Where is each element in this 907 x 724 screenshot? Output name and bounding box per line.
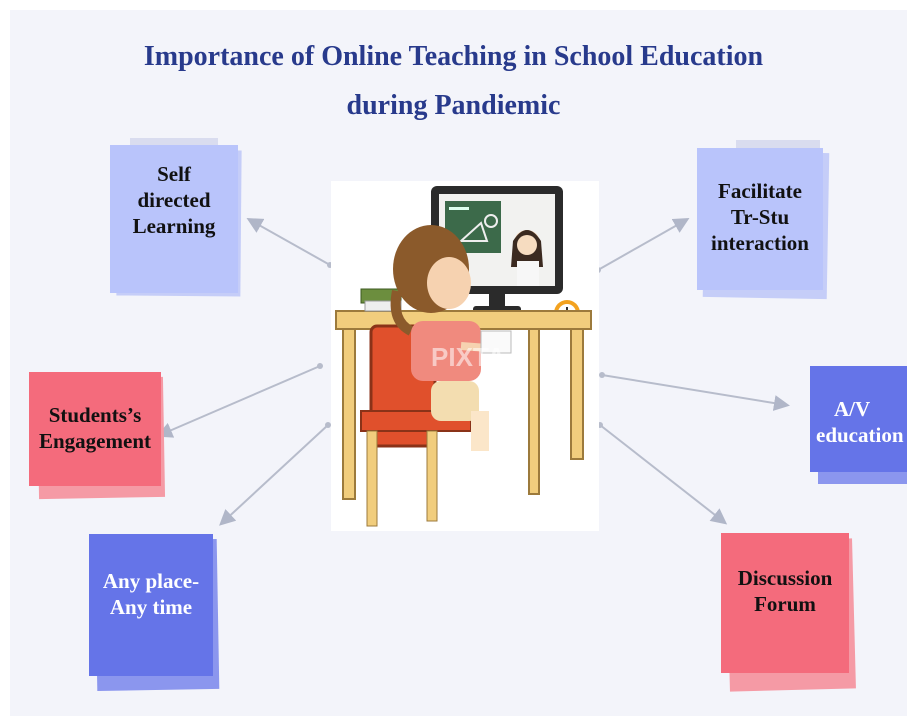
note-av-line2: education: [816, 423, 904, 447]
note-av-line1: A/V: [834, 397, 871, 421]
arrow-to-engagement: [156, 365, 321, 438]
note-self-directed-line3: Learning: [132, 214, 216, 238]
student-computer-illustration: PIXTA: [331, 181, 599, 531]
diagram-title-line2: during Pandiemic: [346, 90, 561, 121]
note-any-place-line1: Any place-: [102, 569, 200, 593]
note-facilitate-line3: interaction: [711, 231, 809, 255]
arrow-to-facilitate: [597, 218, 690, 271]
note-discussion-line2: Forum: [754, 592, 816, 616]
note-facilitate: Facilitate Tr-Stu interaction: [697, 148, 823, 290]
note-self-directed: Self directed Learning: [110, 145, 238, 293]
note-engagement-line2: Engagement: [39, 429, 151, 453]
arrow-to-av: [601, 374, 790, 411]
note-discussion-line1: Discussion: [737, 566, 833, 590]
arrow-to-self-directed: [246, 218, 331, 266]
note-any-place-line2: Any time: [109, 595, 193, 619]
note-any-place: Any place- Any time: [89, 534, 213, 676]
watermark-text: PIXTA: [431, 342, 506, 372]
note-self-directed-line1: Self: [157, 162, 191, 186]
note-facilitate-line1: Facilitate: [718, 179, 802, 203]
diagram-title-line1: Importance of Online Teaching in School …: [143, 41, 764, 72]
note-engagement: Students’s Engagement: [29, 372, 161, 486]
arrow-to-any-place: [219, 424, 329, 526]
note-av: A/V education: [810, 366, 907, 472]
note-discussion: Discussion Forum: [721, 533, 849, 673]
note-facilitate-line2: Tr-Stu: [730, 205, 790, 229]
arrow-to-discussion: [599, 424, 728, 525]
note-self-directed-line2: directed: [137, 188, 211, 212]
note-engagement-line1: Students’s: [48, 403, 142, 427]
